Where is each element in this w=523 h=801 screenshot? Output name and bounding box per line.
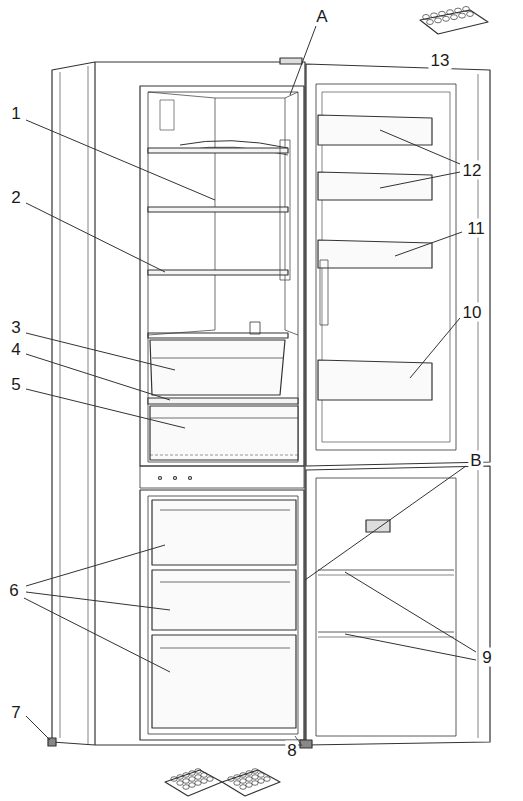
callout-label: 3 [9, 318, 22, 337]
egg-hole [171, 777, 177, 782]
egg-hole [234, 781, 240, 786]
egg-hole [240, 773, 246, 778]
egg-hole [189, 777, 195, 782]
callout-label: 6 [7, 581, 20, 600]
egg-hole [463, 7, 470, 12]
callout-label: 9 [480, 648, 493, 667]
leader-lines [24, 26, 476, 746]
egg-hole [240, 779, 246, 784]
egg-hole [183, 779, 189, 784]
freezer-compartment [140, 490, 304, 740]
fridge-compartment [140, 86, 304, 466]
egg-hole [443, 16, 450, 21]
egg-hole [451, 15, 458, 20]
egg-hole [246, 771, 252, 776]
egg-hole [258, 779, 264, 784]
egg-hole [246, 777, 252, 782]
callout-label: 8 [285, 741, 298, 760]
callout-label: 13 [429, 51, 452, 70]
egg-hole [423, 15, 430, 20]
egg-hole [195, 781, 201, 786]
egg-hole [201, 773, 207, 778]
egg-trays [165, 7, 488, 797]
egg-hole [455, 8, 462, 13]
egg-hole [189, 771, 195, 776]
egg-hole [183, 785, 189, 790]
callout-label: 5 [9, 375, 22, 394]
egg-hole [252, 775, 258, 780]
callout-label: 4 [9, 340, 22, 359]
callout-label: 12 [461, 161, 484, 180]
egg-hole [177, 781, 183, 786]
egg-hole [264, 777, 270, 782]
freezer-door [306, 466, 490, 745]
egg-hole [252, 769, 258, 774]
egg-hole [252, 781, 258, 786]
callout-label: 7 [9, 703, 22, 722]
egg-hole [258, 773, 264, 778]
egg-hole [207, 777, 213, 782]
egg-hole [189, 783, 195, 788]
callout-label: 2 [9, 188, 22, 207]
egg-hole [228, 777, 234, 782]
callout-label: A [314, 7, 329, 26]
egg-hole [431, 13, 438, 18]
cabinet [52, 58, 305, 745]
egg-hole [439, 11, 446, 16]
egg-hole [234, 775, 240, 780]
egg-hole [195, 769, 201, 774]
egg-hole [195, 775, 201, 780]
fridge-door [306, 64, 490, 466]
egg-hole [246, 783, 252, 788]
callout-label: 1 [9, 104, 22, 123]
egg-hole [459, 13, 466, 18]
egg-hole [435, 18, 442, 23]
egg-hole [467, 12, 474, 17]
callout-label: 11 [465, 219, 487, 238]
egg-hole [183, 773, 189, 778]
egg-hole [447, 10, 454, 15]
egg-hole [240, 785, 246, 790]
callout-label: B [468, 451, 483, 470]
egg-hole [201, 779, 207, 784]
egg-hole [177, 775, 183, 780]
egg-hole [427, 20, 434, 25]
callout-label: 10 [461, 303, 484, 322]
